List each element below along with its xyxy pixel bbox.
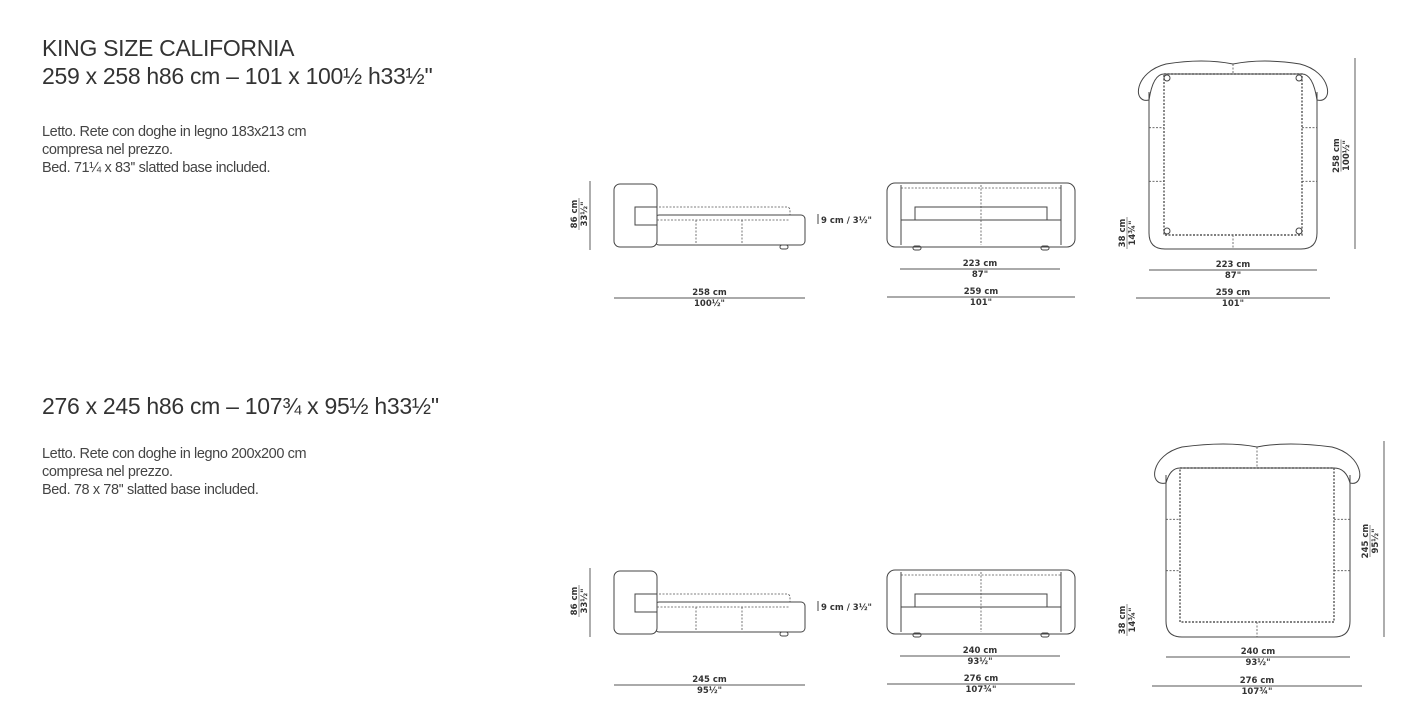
headboard-notch [634,206,658,226]
seat-height-label-in: 14¾" [1128,220,1138,245]
width-dim-in: 107¾" [1242,687,1273,697]
headboard-outline [1154,443,1361,484]
inner-width-dim-in: 93½" [1245,657,1270,668]
description-line: Bed. 78 x 78'' slatted base included. [42,482,259,498]
section-2-dimensions: 276 x 245 h86 cm – 107¾ x 95½ h33½'' [42,393,439,419]
front-view [886,569,1076,638]
width-dim-in: 107¾" [966,685,997,695]
platform [654,601,806,633]
corner-bolt-icon [1163,74,1171,82]
inner-width-dim-cm: 240 cm [1241,647,1276,657]
body-outline [1148,92,1318,250]
depth-label-cm: 258 cm [1332,138,1342,173]
inner-width-dim-in: 87" [972,270,988,280]
platform [654,214,806,246]
length-dim-cm: 258 cm [692,288,727,298]
length-dim-in: 95½" [697,685,722,696]
description-line: compresa nel prezzo. [42,464,173,480]
foot [912,632,922,638]
description-line: Letto. Rete con doghe in legno 200x200 c… [42,446,307,462]
headboard-inner [1148,73,1318,101]
width-dim-cm: 276 cm [1240,676,1275,686]
front-view [886,182,1076,251]
height-label-in: 33½" [579,201,590,226]
foot [1040,632,1050,638]
description-line: compresa nel prezzo. [42,142,173,158]
depth-label-in: 95½" [1370,528,1381,553]
height-label-cm: 86 cm [570,200,580,229]
mattress-label: 9 cm / 3½" [821,215,872,226]
section-1-description: Letto. Rete con doghe in legno 183x213 c… [42,123,307,177]
side-view [589,568,819,637]
inner-width-dim-in: 93½" [967,656,992,667]
width-dim-cm: 276 cm [964,674,999,684]
description-line: Bed. 71¼ x 83'' slatted base included. [42,160,271,176]
section-2-description: Letto. Rete con doghe in legno 200x200 c… [42,445,307,499]
headboard-notch [634,593,658,613]
top-view [1154,441,1385,638]
mattress-label: 9 cm / 3½" [821,602,872,613]
side-view [589,181,819,250]
section-1-dimensions: 259 x 258 h86 cm – 101 x 100½ h33½'' [42,63,433,89]
description-line: Letto. Rete con doghe in legno 183x213 c… [42,124,307,140]
depth-label-in: 100½" [1341,140,1352,171]
top-view [1137,58,1356,250]
depth-label-cm: 245 cm [1361,524,1371,559]
mattress-area [1163,73,1303,236]
width-dim-cm: 259 cm [1216,288,1251,298]
width-dim-cm: 259 cm [964,287,999,297]
inner-width-dim-cm: 223 cm [963,259,998,269]
height-label-in: 33½" [579,588,590,613]
foot [779,244,789,250]
frame [886,182,1076,248]
mattress-area [1179,467,1335,623]
corner-bolt-icon [1163,227,1171,235]
seat-height-label-cm: 38 cm [1118,219,1128,248]
inner-width-dim-in: 87" [1225,271,1241,281]
section-1-model-name: KING SIZE CALIFORNIA [42,35,295,61]
seat-height-label-cm: 38 cm [1118,606,1128,635]
length-dim-in: 100½" [694,298,725,309]
corner-bolt-icon [1295,227,1303,235]
inner-width-dim-cm: 223 cm [1216,260,1251,270]
frame [886,569,1076,635]
height-label-cm: 86 cm [570,587,580,616]
foot [779,631,789,637]
foot [912,245,922,251]
width-dim-in: 101" [1222,299,1244,309]
width-dim-in: 101" [970,298,992,308]
headboard-inner [1165,467,1351,484]
corner-bolt-icon [1295,74,1303,82]
body-outline [1165,475,1351,638]
inner-width-dim-cm: 240 cm [963,646,998,656]
seat-height-label-in: 14¾" [1128,607,1138,632]
foot [1040,245,1050,251]
length-dim-cm: 245 cm [692,675,727,685]
